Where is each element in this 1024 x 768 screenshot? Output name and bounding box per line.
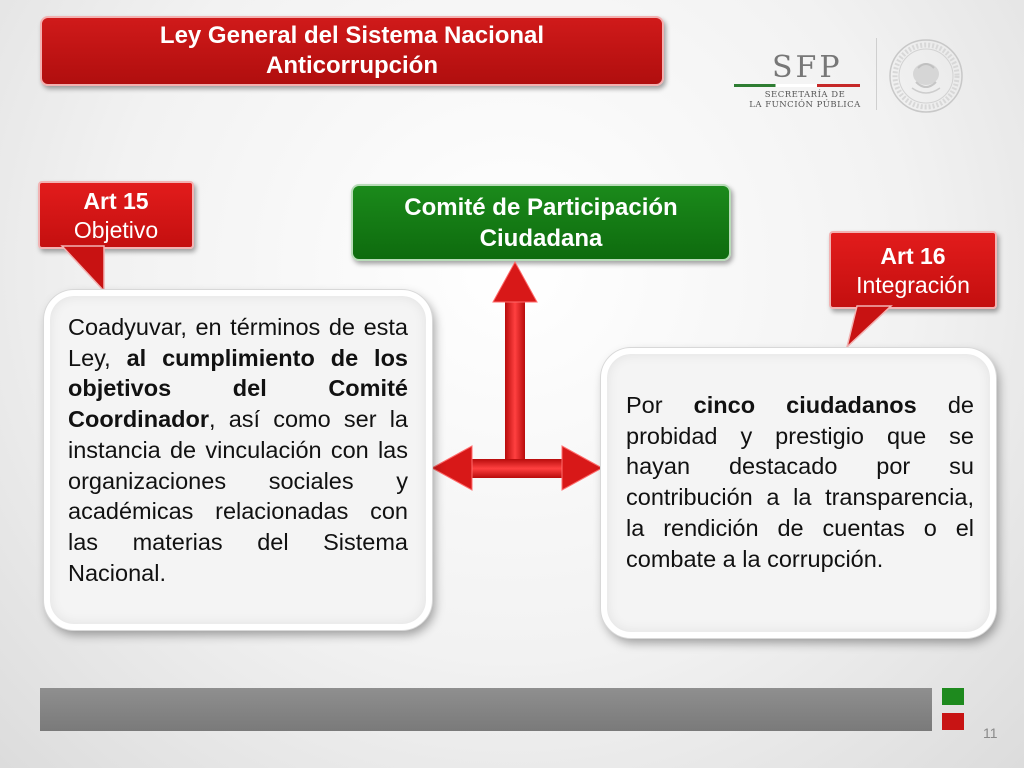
- connector-arrows: [430, 260, 604, 491]
- title-line-2: Anticorrupción: [266, 52, 438, 79]
- sfp-logo-text: SFP: [772, 50, 843, 85]
- integration-text-part1: Por: [626, 392, 694, 418]
- arrow-left-right-icon: [430, 445, 604, 491]
- art16-callout-tail: [845, 305, 893, 350]
- objective-text: Coadyuvar, en términos de esta Ley, al c…: [68, 312, 408, 588]
- objective-text-bold: al cumplimiento de los objetivos del Com…: [68, 344, 409, 433]
- integration-text-part2: de probidad y prestigio que se hayan des…: [626, 392, 974, 572]
- art15-number: Art 15: [83, 188, 149, 214]
- footer-bar: [40, 688, 932, 731]
- art16-callout: Art 16 Integración: [829, 231, 997, 309]
- red-square-icon: [942, 713, 964, 730]
- slide-title: Ley General del Sistema Nacional Anticor…: [40, 16, 664, 86]
- page-number: 11: [983, 725, 998, 741]
- objective-text-part1: Coadyuvar, en términos de esta Ley,: [68, 314, 408, 371]
- mexico-seal-icon: [889, 39, 963, 113]
- integration-text-bold: cinco ciudadanos: [693, 392, 917, 418]
- objective-text-part2: , así como ser la instancia de vinculaci…: [68, 406, 408, 586]
- sfp-subtitle-line-1: SECRETARÍA DE: [764, 90, 846, 100]
- sfp-subtitle-line-2: LA FUNCIÓN PÚBLICA: [749, 100, 861, 110]
- integration-panel: Por cinco ciudadanos de probidad y prest…: [601, 348, 996, 638]
- art15-callout: Art 15 Objetivo: [38, 181, 194, 249]
- committee-line-2: Ciudadana: [479, 224, 603, 252]
- committee-box: Comité de Participación Ciudadana: [351, 184, 731, 261]
- objective-panel: Coadyuvar, en términos de esta Ley, al c…: [44, 290, 432, 630]
- art16-number: Art 16: [880, 243, 946, 269]
- arrow-up-icon: [492, 260, 538, 468]
- sfp-tricolor-line: [734, 84, 860, 87]
- green-square-icon: [942, 688, 964, 705]
- art15-label: Objetivo: [73, 217, 159, 243]
- sfp-logo-subtitle: SECRETARÍA DE LA FUNCIÓN PÚBLICA: [740, 90, 870, 110]
- logo-divider: [876, 38, 877, 110]
- committee-line-1: Comité de Participación: [404, 193, 678, 221]
- art15-callout-tail: [60, 245, 105, 293]
- title-line-1: Ley General del Sistema Nacional: [159, 22, 545, 49]
- integration-text: Por cinco ciudadanos de probidad y prest…: [626, 390, 974, 574]
- art16-label: Integración: [856, 272, 970, 298]
